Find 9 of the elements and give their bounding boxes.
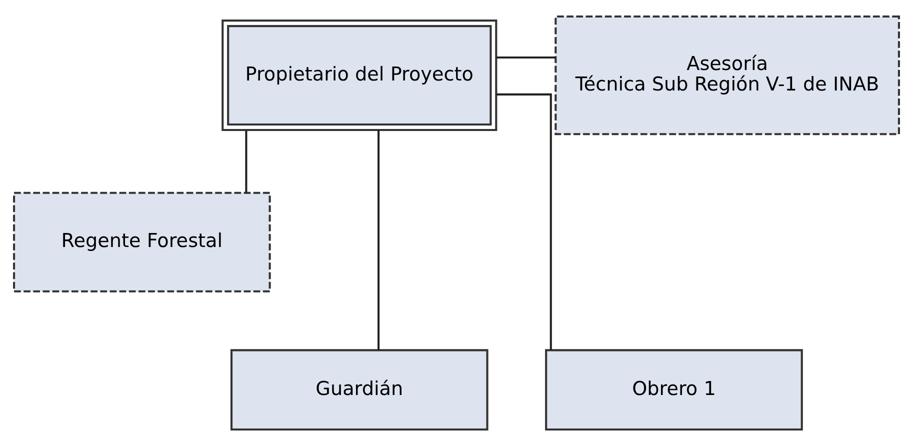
connector	[245, 130, 248, 192]
node-box: Obrero 1	[545, 348, 803, 430]
node-box: Guardián	[230, 348, 488, 430]
node-box: Regente Forestal	[13, 191, 271, 292]
connector	[496, 92, 552, 350]
connector	[496, 56, 556, 58]
node-box: Propietario del Proyecto	[222, 19, 498, 131]
node-box: Asesoría Técnica Sub Región V-1 de INAB	[554, 14, 900, 135]
connector	[378, 130, 380, 350]
